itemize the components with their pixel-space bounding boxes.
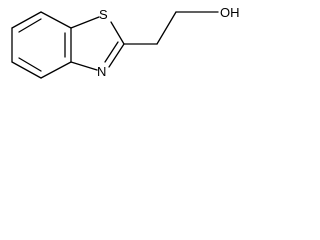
thiazole-bond-n-c3a [70, 61, 98, 71]
hydroxyl-group-label: OH [220, 5, 240, 20]
thiazole-bond-c2-n [108, 43, 125, 68]
sulfur-atom-label: S [99, 7, 108, 22]
benzene-bond-1 [11, 11, 42, 29]
thiazole-inner-double-bond [104, 41, 119, 63]
benzene-inner-bond-1 [18, 18, 42, 33]
structure-canvas: S N OH [0, 0, 252, 89]
thiazole-bond-c7a-s [70, 16, 100, 29]
side-chain-bond-2 [156, 11, 177, 45]
benzothiazole-ethanol-structure: S N OH [11, 5, 240, 79]
benzene-inner-bond-3 [18, 57, 42, 72]
nitrogen-atom-label: N [97, 64, 106, 79]
thiazole-bond-s-c2 [110, 21, 125, 45]
benzene-bond-2 [40, 11, 72, 29]
benzene-bond-5 [11, 61, 42, 79]
benzene-bond-4 [40, 61, 72, 79]
